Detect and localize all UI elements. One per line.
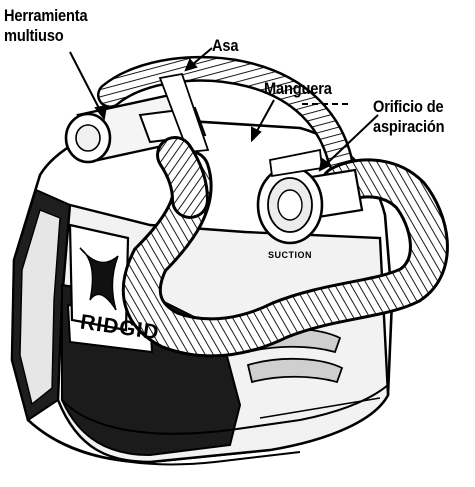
label-multi-purpose-tool-line1: Herramienta [4, 6, 87, 26]
suction-port-text: SUCTION [268, 250, 312, 260]
label-suction-port-line2: aspiración [373, 117, 444, 137]
label-suction-port: Orificio de aspiración [373, 97, 444, 137]
label-hose: Manguera [264, 79, 332, 99]
label-multi-purpose-tool-line2: multiuso [4, 26, 87, 46]
label-handle: Asa [212, 36, 238, 56]
label-suction-port-line1: Orificio de [373, 97, 444, 117]
label-multi-purpose-tool: Herramienta multiuso [4, 6, 87, 46]
